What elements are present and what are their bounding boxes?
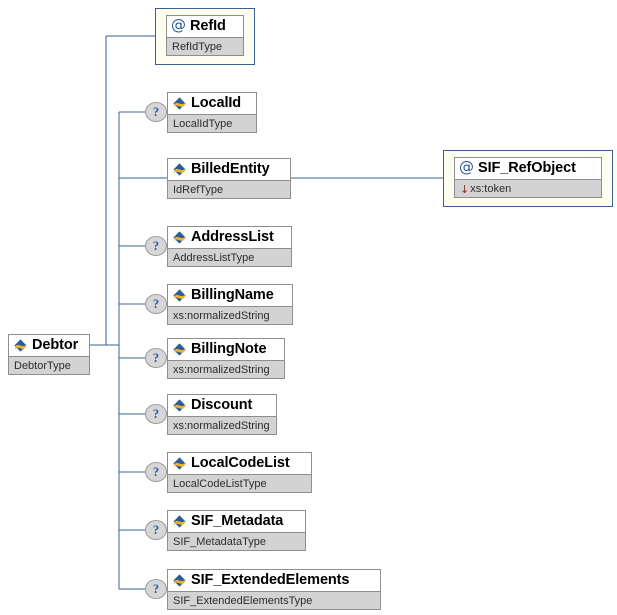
optional-marker-sif-extendedelements: ?: [145, 579, 167, 599]
node-debtor-title: Debtor: [9, 335, 89, 356]
node-billingnote[interactable]: BillingNote xs:normalizedString: [167, 338, 285, 379]
node-billingnote-type: xs:normalizedString: [168, 360, 284, 378]
node-sif-refobject[interactable]: @ SIF_RefObject ↓ xs:token: [454, 157, 602, 198]
node-sif-metadata-label: SIF_Metadata: [191, 513, 284, 529]
optional-marker-addresslist: ?: [145, 236, 167, 256]
node-localcodelist[interactable]: LocalCodeList LocalCodeListType: [167, 452, 312, 493]
node-debtor-type: DebtorType: [9, 356, 89, 374]
node-localcodelist-type: LocalCodeListType: [168, 474, 311, 492]
node-localcodelist-label: LocalCodeList: [191, 455, 290, 471]
optional-marker-localid: ?: [145, 102, 167, 122]
element-diamond-icon: [172, 398, 187, 413]
optional-marker-billingname: ?: [145, 294, 167, 314]
node-sif-metadata-type: SIF_MetadataType: [168, 532, 305, 550]
node-discount-label: Discount: [191, 397, 253, 413]
node-sif-extendedelements[interactable]: SIF_ExtendedElements SIF_ExtendedElement…: [167, 569, 381, 610]
node-debtor-label: Debtor: [32, 337, 79, 353]
node-discount-type: xs:normalizedString: [168, 416, 276, 434]
node-billingname[interactable]: BillingName xs:normalizedString: [167, 284, 293, 325]
optional-marker-billingnote: ?: [145, 348, 167, 368]
at-sign-icon: @: [171, 16, 186, 34]
element-diamond-icon: [172, 514, 187, 529]
question-mark-icon: ?: [145, 102, 167, 122]
node-localid-type: LocalIdType: [168, 114, 256, 132]
node-sif-extendedelements-type: SIF_ExtendedElementsType: [168, 591, 380, 609]
node-addresslist-label: AddressList: [191, 229, 274, 245]
element-diamond-icon: [172, 230, 187, 245]
element-diamond-icon: [172, 342, 187, 357]
question-mark-icon: ?: [145, 579, 167, 599]
node-debtor[interactable]: Debtor DebtorType: [8, 334, 90, 375]
element-diamond-icon: [172, 162, 187, 177]
node-discount[interactable]: Discount xs:normalizedString: [167, 394, 277, 435]
node-sif-metadata[interactable]: SIF_Metadata SIF_MetadataType: [167, 510, 306, 551]
optional-marker-discount: ?: [145, 404, 167, 424]
node-billingnote-label: BillingNote: [191, 341, 267, 357]
node-sif-refobject-label: SIF_RefObject: [478, 160, 576, 176]
node-billingname-title: BillingName: [168, 285, 292, 306]
node-localid-label: LocalId: [191, 95, 242, 111]
question-mark-icon: ?: [145, 236, 167, 256]
node-sif-refobject-type-text: xs:token: [470, 182, 512, 195]
node-refid-label: RefId: [190, 18, 226, 34]
node-refid-type: RefIdType: [167, 37, 243, 55]
node-sif-refobject-title: @ SIF_RefObject: [455, 158, 601, 179]
node-addresslist-type: AddressListType: [168, 248, 291, 266]
optional-marker-localcodelist: ?: [145, 462, 167, 482]
node-addresslist[interactable]: AddressList AddressListType: [167, 226, 292, 267]
element-diamond-icon: [172, 456, 187, 471]
question-mark-icon: ?: [145, 348, 167, 368]
node-billedentity-title: BilledEntity: [168, 159, 290, 180]
node-sif-metadata-title: SIF_Metadata: [168, 511, 305, 532]
question-mark-icon: ?: [145, 462, 167, 482]
node-addresslist-title: AddressList: [168, 227, 291, 248]
node-billingname-label: BillingName: [191, 287, 274, 303]
element-diamond-icon: [172, 96, 187, 111]
down-arrow-icon: ↓: [460, 183, 470, 196]
question-mark-icon: ?: [145, 520, 167, 540]
element-diamond-icon: [172, 573, 187, 588]
node-billedentity-type: IdRefType: [168, 180, 290, 198]
element-diamond-icon: [13, 338, 28, 353]
node-sif-refobject-type: ↓ xs:token: [455, 179, 601, 197]
node-billedentity-label: BilledEntity: [191, 161, 270, 177]
element-diamond-icon: [172, 288, 187, 303]
question-mark-icon: ?: [145, 404, 167, 424]
node-sif-extendedelements-title: SIF_ExtendedElements: [168, 570, 380, 591]
node-billedentity[interactable]: BilledEntity IdRefType: [167, 158, 291, 199]
node-localid[interactable]: LocalId LocalIdType: [167, 92, 257, 133]
node-localcodelist-title: LocalCodeList: [168, 453, 311, 474]
node-refid-title: @ RefId: [167, 16, 243, 37]
at-sign-icon: @: [459, 158, 474, 176]
node-localid-title: LocalId: [168, 93, 256, 114]
node-billingnote-title: BillingNote: [168, 339, 284, 360]
node-discount-title: Discount: [168, 395, 276, 416]
node-sif-extendedelements-label: SIF_ExtendedElements: [191, 572, 350, 588]
optional-marker-sif-metadata: ?: [145, 520, 167, 540]
question-mark-icon: ?: [145, 294, 167, 314]
node-billingname-type: xs:normalizedString: [168, 306, 292, 324]
node-refid[interactable]: @ RefId RefIdType: [166, 15, 244, 56]
